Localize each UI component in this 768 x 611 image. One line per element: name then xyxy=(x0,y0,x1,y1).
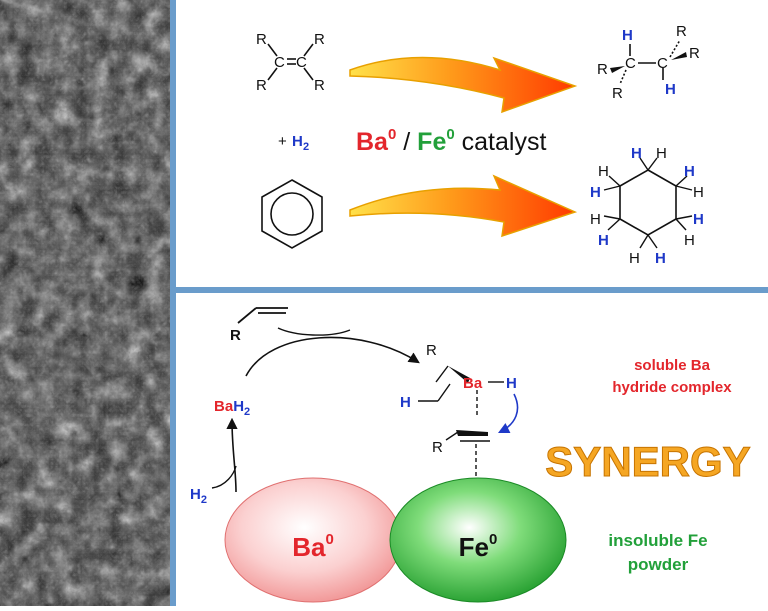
complex-ba: Ba xyxy=(463,375,483,392)
alkene-r-1: R xyxy=(256,31,267,48)
cyclohexane-h-3: H xyxy=(684,232,695,249)
cyclohexane-added-h-4: H xyxy=(655,250,666,267)
coordinated-alkene-r: R xyxy=(432,439,443,456)
synergy-label: SYNERGY xyxy=(545,438,750,485)
h2-input-label: H2 xyxy=(190,486,207,506)
product-r-3: R xyxy=(676,23,687,40)
cyclohexane-h-4: H xyxy=(629,250,640,267)
product-c-1: C xyxy=(625,55,636,72)
soluble-ba-label-line-2: hydride complex xyxy=(612,379,732,396)
hydride-transfer-arrow xyxy=(497,393,519,434)
plus-sign: + xyxy=(278,133,287,150)
sem-micrograph xyxy=(0,0,172,606)
benzene-ring xyxy=(261,179,323,249)
ba-sphere-label: Ba0 xyxy=(292,531,334,562)
ba-sphere: Ba0 xyxy=(224,477,402,603)
product-h-1: H xyxy=(622,27,633,44)
alkene-structure: R R R R C C xyxy=(256,31,325,94)
cyclohexane-added-h-5: H xyxy=(598,232,609,249)
h2-reagent: + H 2 xyxy=(278,133,309,153)
catalyst-label: Ba0 / Fe0 catalyst xyxy=(356,126,546,156)
alkene-r-2: R xyxy=(256,77,267,94)
cyclohexane-h-5: H xyxy=(590,211,601,228)
cyclohexane-h-6: H xyxy=(598,163,609,180)
alkene-c-1: C xyxy=(274,54,285,71)
bottom-panel: R BaH2 H2 R H Ba H xyxy=(190,307,751,603)
bah2-label: BaH2 xyxy=(214,398,250,418)
h2-subscript: 2 xyxy=(303,141,309,153)
cycle-arrow-main xyxy=(245,336,420,377)
top-panel: R R R R C C + H 2 Ba0 / Fe0 catalyst xyxy=(256,23,704,267)
product-c-2: C xyxy=(657,55,668,72)
insoluble-fe-label-line-1: insoluble Fe xyxy=(608,531,707,550)
insoluble-fe-label-line-2: powder xyxy=(628,555,689,574)
fe-sphere-label: Fe0 xyxy=(459,531,498,562)
product-r-4: R xyxy=(689,45,700,62)
hydrogenation-arrow-bottom xyxy=(349,174,578,238)
fe-sphere: Fe0 xyxy=(389,477,567,603)
cyclohexane-added-h-1: H xyxy=(631,145,642,162)
cyclohexane-h-1: H xyxy=(656,145,667,162)
complex-r: R xyxy=(426,342,437,359)
substrate-r: R xyxy=(230,327,241,344)
alkene-r-4: R xyxy=(314,77,325,94)
alkene-substrate: R xyxy=(230,307,288,344)
alkene-c-2: C xyxy=(296,54,307,71)
h2-h: H xyxy=(292,133,303,150)
cycle-arrow-h2-feed xyxy=(211,465,237,489)
product-h-2: H xyxy=(665,81,676,98)
horizontal-divider xyxy=(176,287,768,293)
alkene-r-3: R xyxy=(314,31,325,48)
product-r-1: R xyxy=(597,61,608,78)
cyclohexane-ring: H H H H H H H H H H H H xyxy=(590,145,704,267)
complex-h: H xyxy=(400,394,411,411)
ba-hydride-complex: R H Ba H xyxy=(400,342,517,418)
complex-ba-h: H xyxy=(506,375,517,392)
coordinated-alkene: R xyxy=(432,430,490,478)
cycle-arrow-h2-entry xyxy=(226,417,238,493)
cyclohexane-h-2: H xyxy=(693,184,704,201)
soluble-ba-label-line-1: soluble Ba xyxy=(634,357,711,374)
hydrogenation-arrow-top xyxy=(349,56,578,114)
alkane-structure: H H R R R R C C xyxy=(597,23,700,102)
cycle-arrow-substrate-entry xyxy=(277,327,351,336)
cyclohexane-added-h-3: H xyxy=(693,211,704,228)
cyclohexane-added-h-6: H xyxy=(590,184,601,201)
vertical-divider xyxy=(170,0,176,606)
cyclohexane-added-h-2: H xyxy=(684,163,695,180)
product-r-2: R xyxy=(612,85,623,102)
